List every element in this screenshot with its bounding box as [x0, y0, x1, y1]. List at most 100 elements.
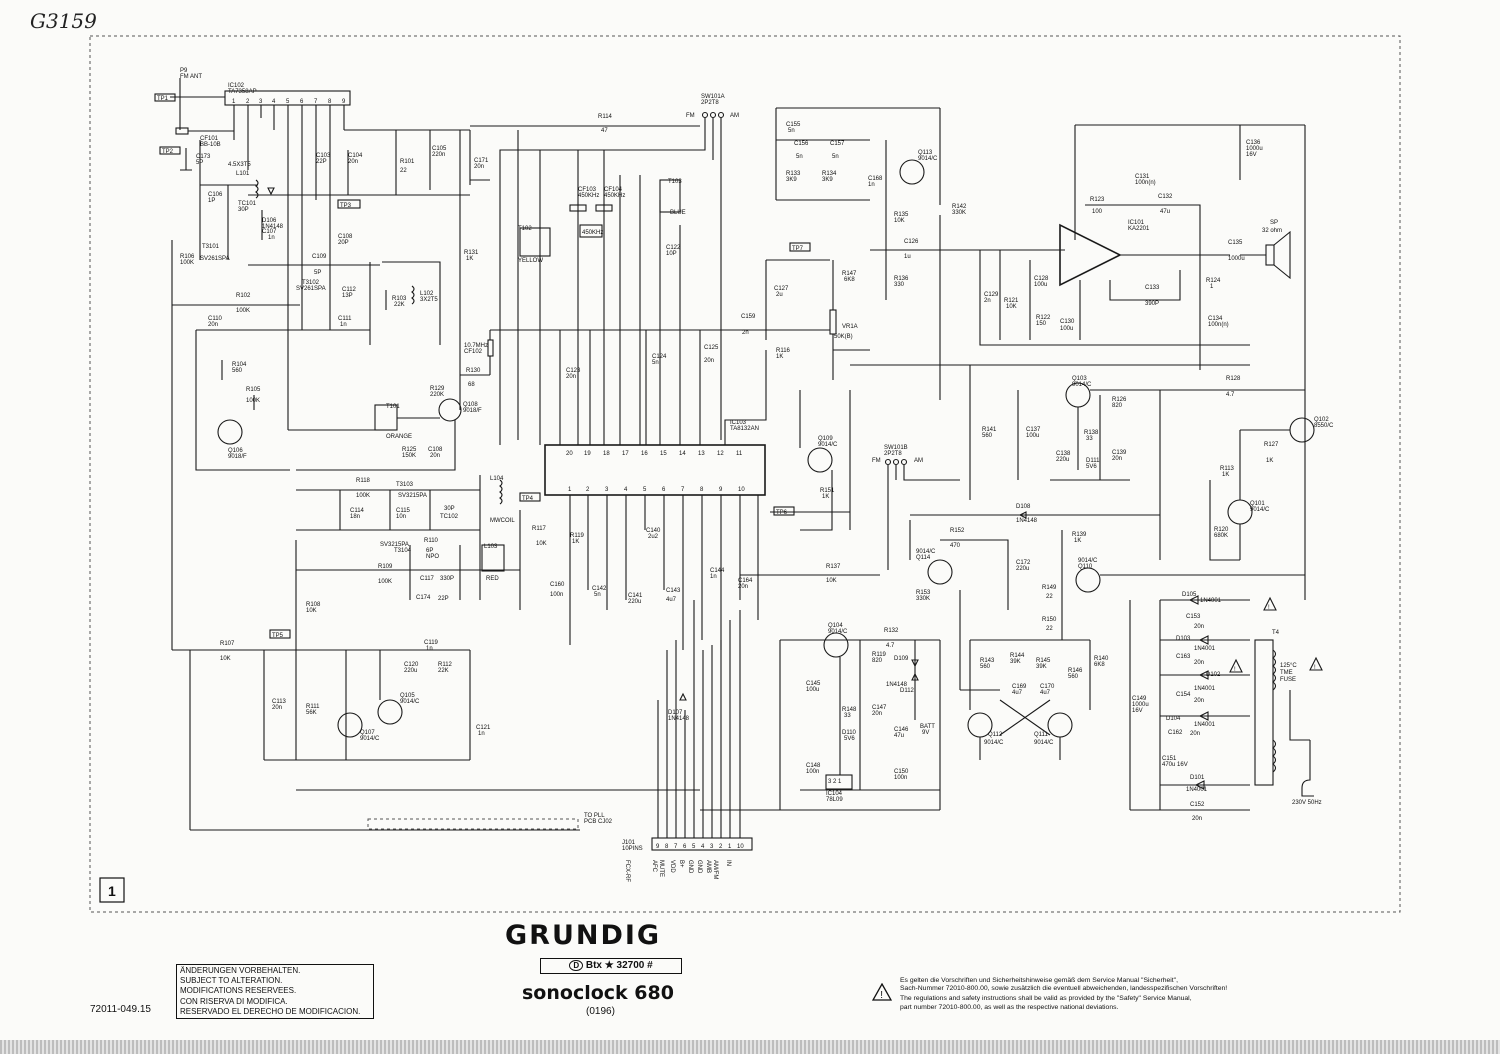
svg-text:1K: 1K [776, 354, 783, 360]
svg-text:R109: R109 [378, 564, 393, 570]
svg-text:R120: R120 [1214, 527, 1229, 533]
svg-text:560: 560 [232, 368, 243, 374]
svg-text:1n: 1n [268, 235, 275, 241]
svg-text:1N4001: 1N4001 [1194, 646, 1216, 652]
svg-text:1K: 1K [1074, 538, 1081, 544]
svg-text:10: 10 [738, 487, 745, 493]
svg-text:4.7: 4.7 [886, 643, 895, 649]
svg-text:4.5X3T5: 4.5X3T5 [228, 162, 251, 168]
svg-text:C173: C173 [196, 154, 211, 160]
svg-text:BATT: BATT [920, 724, 935, 730]
svg-text:47: 47 [601, 128, 608, 134]
svg-text:D107: D107 [668, 710, 683, 716]
svg-text:22P: 22P [316, 159, 327, 165]
svg-text:1N4148: 1N4148 [668, 716, 690, 722]
svg-text:10K: 10K [306, 608, 317, 614]
svg-text:4: 4 [272, 99, 276, 105]
svg-text:150: 150 [1036, 321, 1047, 327]
svg-text:SW101B: SW101B [884, 445, 908, 451]
svg-text:D106: D106 [262, 218, 277, 224]
svg-text:450KHz: 450KHz [582, 230, 603, 236]
svg-text:100u: 100u [806, 687, 819, 693]
svg-text:11: 11 [736, 451, 743, 457]
svg-text:9014/C: 9014/C [828, 629, 848, 635]
svg-text:C120: C120 [404, 662, 419, 668]
svg-text:R117: R117 [532, 526, 547, 532]
svg-text:P9: P9 [180, 68, 188, 74]
safety-notice: Es gelten die Vorschriften und Sicherhei… [900, 977, 1260, 1012]
svg-text:9018/F: 9018/F [463, 408, 482, 414]
svg-text:C104: C104 [348, 153, 363, 159]
svg-text:100K: 100K [236, 308, 250, 314]
svg-text:8550/C: 8550/C [1314, 423, 1334, 429]
svg-text:C132: C132 [1158, 194, 1173, 200]
svg-text:47u: 47u [894, 733, 904, 739]
svg-text:Q113: Q113 [918, 150, 933, 156]
svg-text:R112: R112 [438, 662, 453, 668]
svg-text:R131: R131 [464, 250, 479, 256]
svg-text:33: 33 [1086, 436, 1093, 442]
svg-text:9014/C: 9014/C [1078, 558, 1098, 564]
svg-text:C168: C168 [868, 176, 883, 182]
svg-text:R150: R150 [1042, 617, 1057, 623]
svg-text:R132: R132 [884, 628, 899, 634]
svg-text:Q110: Q110 [1078, 564, 1093, 570]
svg-text:T3102: T3102 [302, 280, 320, 286]
svg-text:5V6: 5V6 [1086, 464, 1097, 470]
svg-text:12: 12 [717, 451, 724, 457]
panel-box [99, 877, 125, 903]
svg-text:C137: C137 [1026, 427, 1041, 433]
svg-text:C144: C144 [710, 568, 725, 574]
svg-text:78L09: 78L09 [826, 797, 843, 803]
svg-text:MWCOIL: MWCOIL [490, 518, 515, 524]
svg-text:R141: R141 [982, 427, 997, 433]
svg-text:16V: 16V [1246, 152, 1257, 158]
svg-text:T3101: T3101 [202, 244, 220, 250]
svg-text:C140: C140 [646, 528, 661, 534]
svg-text:B+: B+ [678, 860, 684, 868]
svg-text:C119: C119 [424, 640, 439, 646]
svg-text:33: 33 [844, 713, 851, 719]
svg-text:FM: FM [872, 458, 881, 464]
svg-text:100K: 100K [246, 398, 260, 404]
safety-en-line-2: part number 72010-800.00, as well as the… [900, 1003, 1119, 1011]
svg-text:22K: 22K [438, 668, 449, 674]
alteration-line-es: RESERVADO EL DERECHO DE MODIFICACION. [180, 1006, 361, 1016]
svg-text:9014/C: 9014/C [916, 549, 936, 555]
schematic-frame [89, 35, 1401, 913]
svg-text:C155: C155 [786, 122, 801, 128]
svg-text:TP1: TP1 [157, 96, 169, 102]
svg-text:R151: R151 [820, 488, 835, 494]
svg-text:560: 560 [1068, 674, 1079, 680]
svg-text:!: ! [1314, 665, 1316, 671]
svg-text:TC101: TC101 [238, 201, 257, 207]
svg-text:R124: R124 [1206, 278, 1221, 284]
svg-text:39K: 39K [1010, 659, 1021, 665]
svg-text:C152: C152 [1190, 802, 1205, 808]
svg-text:1n: 1n [478, 731, 485, 737]
svg-text:5n: 5n [788, 128, 795, 134]
svg-text:C157: C157 [830, 141, 845, 147]
svg-text:R136: R136 [894, 276, 909, 282]
svg-text:18: 18 [603, 451, 610, 457]
svg-text:30P: 30P [444, 506, 455, 512]
svg-text:L104: L104 [490, 476, 504, 482]
svg-text:100: 100 [1092, 209, 1103, 215]
svg-text:TA7358AP: TA7358AP [228, 89, 257, 95]
svg-text:C112: C112 [342, 287, 357, 293]
svg-text:SV261SPA: SV261SPA [296, 286, 326, 292]
svg-text:TP5: TP5 [272, 633, 284, 639]
svg-text:J101: J101 [622, 840, 636, 846]
svg-text:C159: C159 [741, 314, 756, 320]
svg-text:230V 50Hz: 230V 50Hz [1292, 800, 1322, 806]
svg-text:2P2T8: 2P2T8 [701, 100, 719, 106]
alteration-line-de: ÄNDERUNGEN VORBEHALTEN. [180, 966, 301, 975]
svg-text:330: 330 [894, 282, 905, 288]
svg-text:C129: C129 [984, 292, 999, 298]
